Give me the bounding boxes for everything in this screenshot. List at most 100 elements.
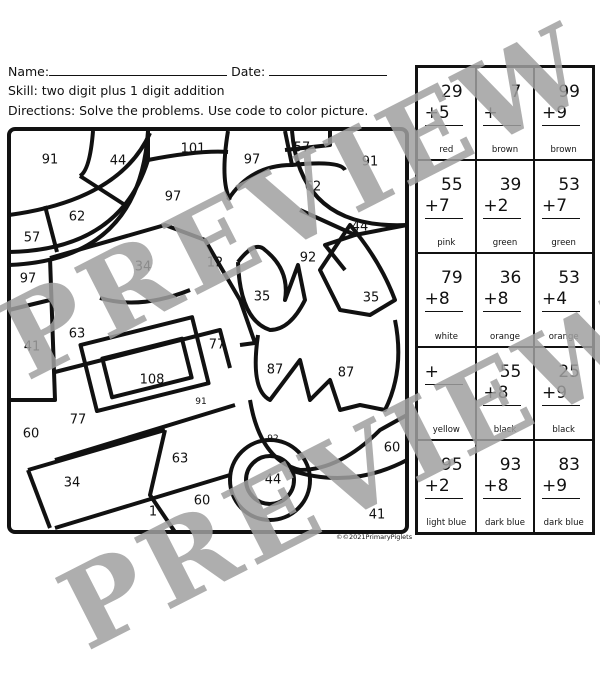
addend-top: 93: [499, 454, 522, 475]
addition-problem: 53+7: [542, 175, 580, 220]
region-number: 60: [383, 440, 401, 456]
plus-sign: +: [424, 196, 439, 217]
addend-bottom: 7: [556, 196, 568, 217]
region-number: 77: [69, 412, 87, 428]
addend-bottom: 2: [497, 196, 509, 217]
plus-sign: +: [542, 475, 557, 496]
addition-problem: 36+8: [483, 268, 522, 313]
addition-problem: 55+7: [424, 175, 463, 220]
region-number: 91: [195, 397, 207, 407]
addend-top: 7: [510, 82, 522, 102]
color-label: brown: [550, 145, 577, 156]
copyright-text: ©©2021PrimaryPiglets: [336, 533, 413, 541]
directions-text: Directions: Solve the problems. Use code…: [8, 103, 369, 118]
addend-bottom: 4: [556, 289, 568, 310]
region-number: 12: [206, 255, 224, 271]
addend-bottom: 8: [497, 289, 509, 310]
addend-bottom-row: +4: [542, 289, 580, 313]
addend-top: 53: [558, 268, 580, 289]
color-label: orange: [490, 331, 520, 342]
addend-bottom: 7: [438, 196, 450, 217]
code-cell: 29+5 red: [417, 67, 476, 161]
addition-problem: 83+9: [542, 455, 580, 499]
code-cell: + yellow: [417, 346, 476, 440]
region-number: 1: [148, 504, 158, 520]
addend-bottom-row: +5: [424, 103, 463, 126]
date-label: Date:: [231, 64, 266, 79]
region-number: 97: [19, 271, 37, 287]
plus-sign: +: [542, 289, 557, 310]
code-cell: 39+2 green: [475, 160, 535, 254]
addend-bottom-row: +7: [542, 196, 580, 220]
plus-sign: +: [424, 289, 439, 310]
addend-top: 55: [499, 361, 522, 382]
plus-sign: +: [483, 475, 498, 496]
plus-sign: +: [424, 361, 439, 382]
addend-bottom-row: +9: [542, 383, 580, 406]
region-number: 60: [193, 493, 211, 509]
addend-bottom: 2: [438, 475, 450, 496]
addend-bottom-row: +8: [483, 289, 522, 313]
addend-bottom-row: +2: [424, 475, 463, 499]
region-number: 57: [23, 230, 41, 246]
region-number: 35: [253, 289, 271, 305]
name-label: Name:: [8, 64, 50, 79]
addition-problem: +: [424, 361, 463, 391]
addend-bottom-row: +: [424, 361, 463, 385]
region-number: 44: [109, 153, 127, 169]
color-label: black: [493, 424, 517, 435]
addition-problem: 95+2: [424, 454, 463, 499]
addend-bottom-row: +2: [483, 196, 522, 220]
addition-problem: 53+4: [542, 268, 580, 313]
region-number: 60: [22, 426, 40, 442]
addition-problem: 79+8: [424, 268, 463, 313]
addend-top: 29: [441, 82, 463, 102]
addend-bottom-row: +9: [542, 103, 580, 126]
region-number: 91: [41, 152, 59, 168]
addend-top: 55: [441, 175, 463, 196]
name-field[interactable]: [49, 63, 228, 76]
addend-top: 95: [441, 454, 463, 475]
code-cell: 93+8 dark blue: [475, 439, 535, 533]
addend-bottom-row: +8: [483, 475, 522, 499]
region-number: 91: [361, 154, 379, 170]
region-number: 57: [293, 140, 311, 156]
addition-problem: 39+2: [483, 175, 522, 220]
plus-sign: +: [483, 289, 498, 310]
addend-bottom-row: +9: [542, 476, 580, 499]
color-label: brown: [491, 145, 519, 156]
addend-top: 25: [558, 361, 580, 382]
addition-problem: 93+8: [483, 454, 522, 499]
addend-bottom: 9: [556, 475, 568, 496]
color-label: red: [439, 145, 454, 156]
region-number: 101: [180, 141, 206, 157]
addend-bottom-row: +8: [483, 383, 522, 406]
color-label: dark blue: [484, 517, 526, 528]
plus-sign: +: [424, 475, 439, 496]
region-number: 92: [299, 250, 317, 266]
addend-bottom: 9: [556, 382, 568, 403]
color-by-number-picture: [7, 127, 409, 534]
addition-problem: 29+5: [424, 82, 463, 126]
color-label: green: [492, 238, 518, 249]
region-number: 97: [243, 152, 261, 168]
region-number: 41: [368, 507, 386, 523]
addition-problem: 7+: [483, 82, 522, 132]
addend-top: 83: [558, 454, 580, 475]
code-cell: 55+8 black: [475, 346, 535, 440]
color-label: yellow: [432, 424, 460, 435]
name-date-line: Name: Date:: [8, 63, 388, 79]
region-number: 108: [139, 372, 165, 388]
region-number: 77: [208, 337, 226, 353]
region-number: 41: [23, 339, 41, 355]
region-number: 97: [164, 189, 182, 205]
code-cell: 99+9 brown: [534, 67, 593, 161]
addition-problem: 99+9: [542, 82, 580, 126]
addend-top: 36: [499, 268, 522, 289]
date-field[interactable]: [269, 63, 388, 76]
